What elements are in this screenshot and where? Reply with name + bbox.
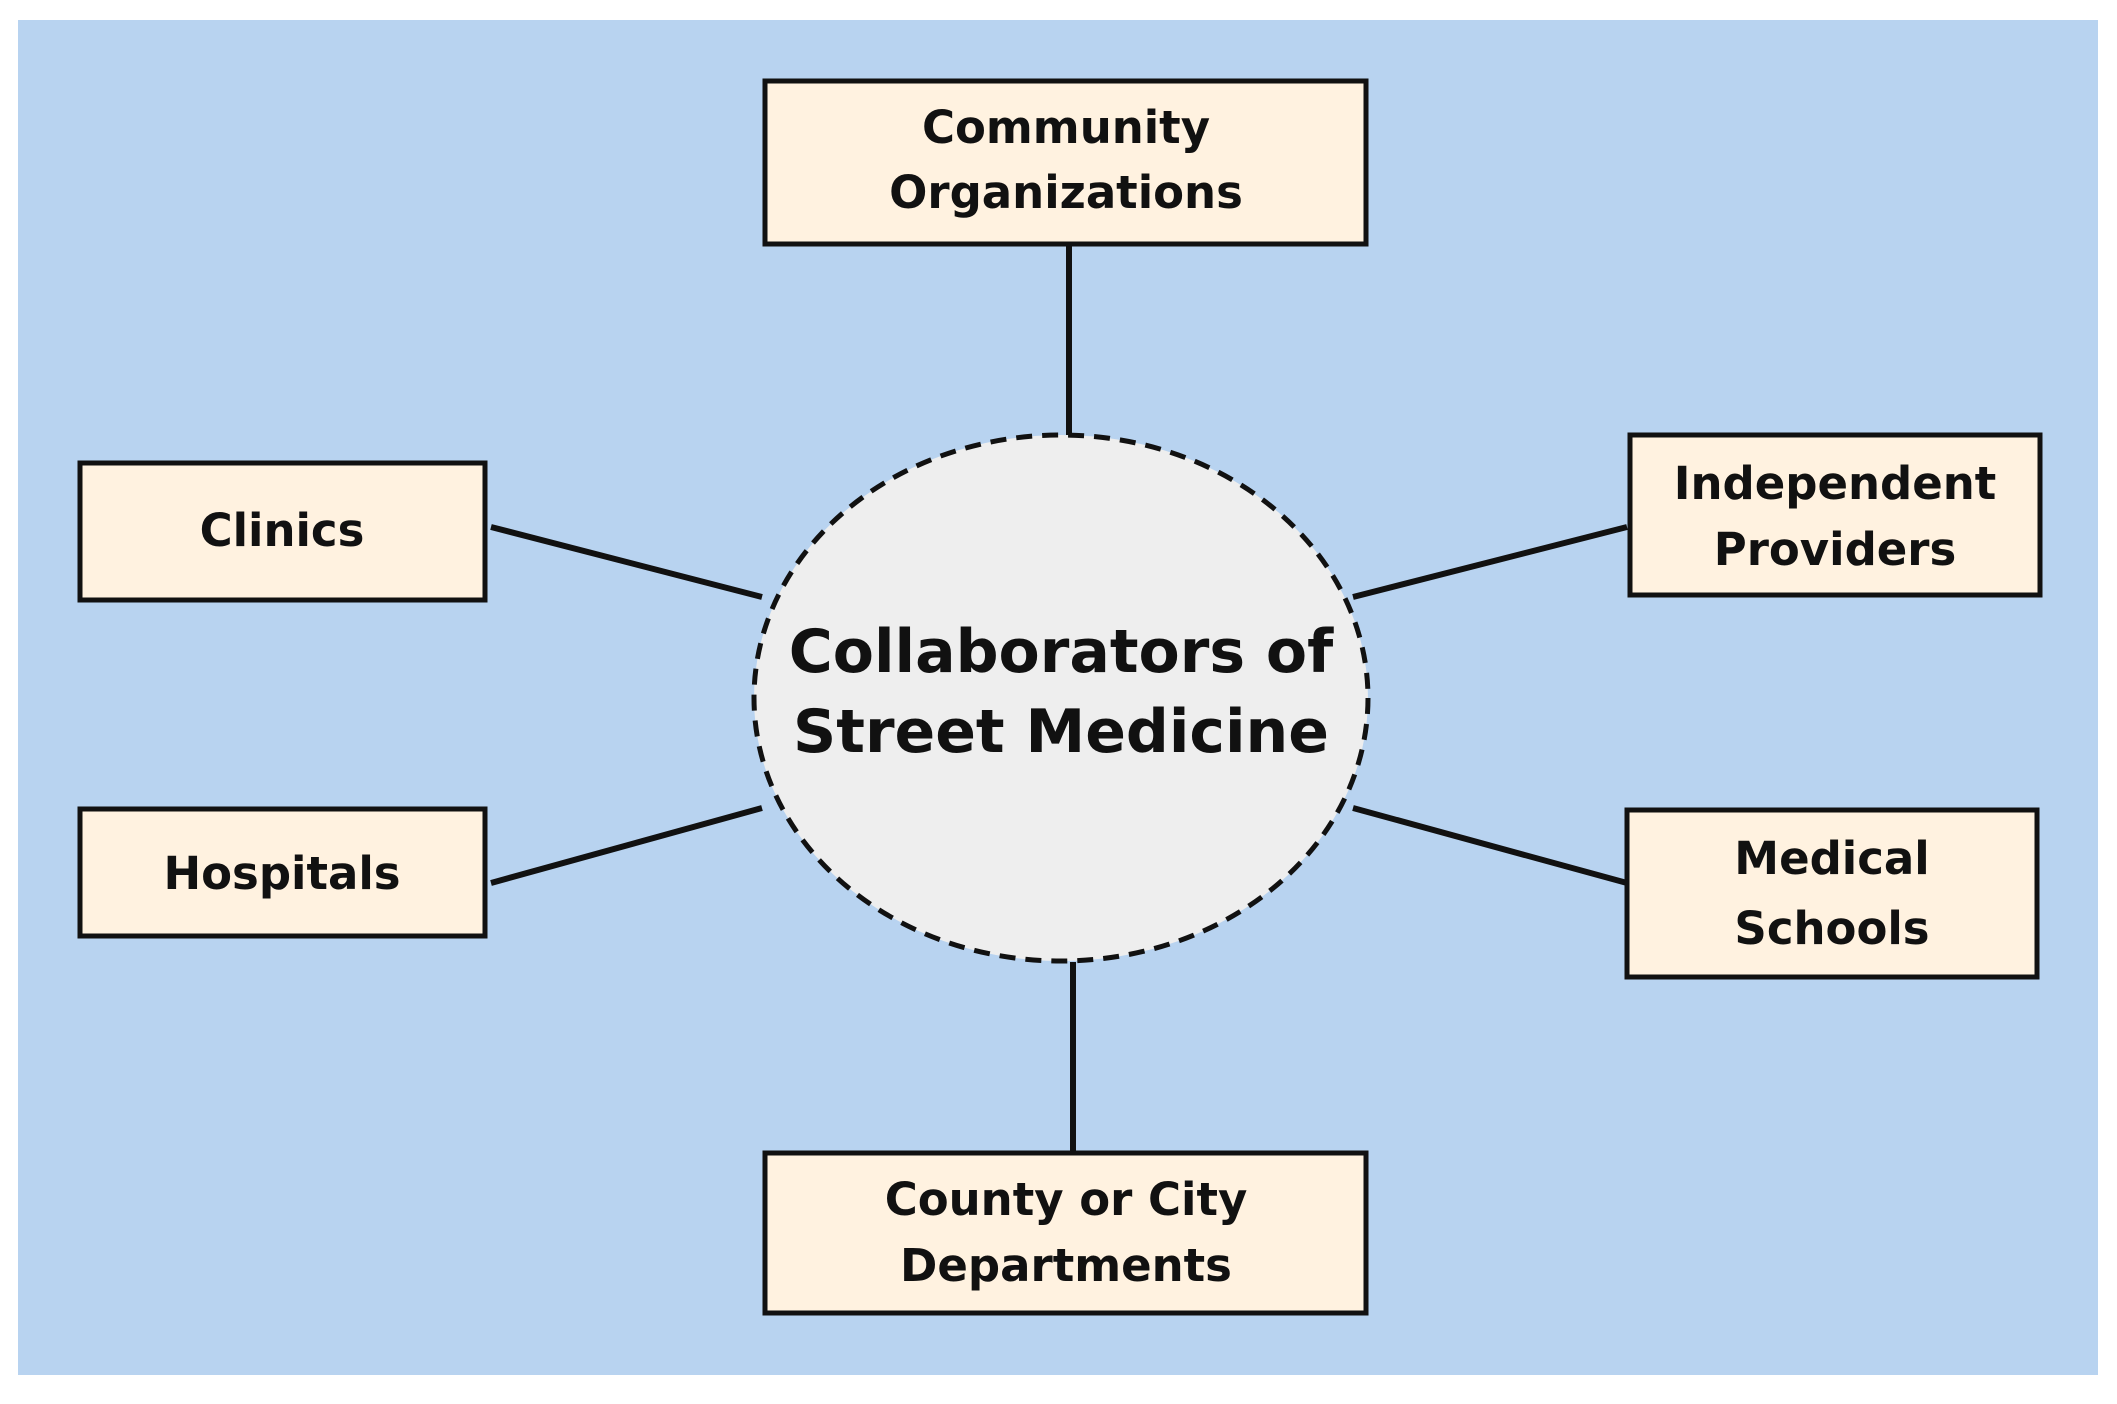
connector-medical	[1352, 805, 1628, 886]
node-box	[77, 460, 488, 603]
connector-clinics	[490, 524, 763, 600]
node-independent-providers: Independent Providers	[1627, 432, 2043, 598]
node-box	[762, 1150, 1369, 1316]
node-label-line-2: Schools	[1734, 902, 1929, 955]
connector-independent	[1352, 524, 1628, 600]
connector-hospitals	[490, 805, 763, 886]
node-box	[1624, 807, 2040, 980]
node-label-line-1: County or City	[885, 1173, 1248, 1226]
node-county-or-city-departments: County or City Departments	[762, 1150, 1369, 1316]
center-ellipse	[751, 432, 1371, 964]
center-label-line-1: Collaborators of	[789, 617, 1334, 687]
node-label-line-1: Medical	[1734, 832, 1929, 885]
node-box	[1627, 432, 2043, 598]
node-box	[77, 806, 488, 939]
node-label-line-2: Departments	[900, 1239, 1232, 1292]
node-clinics: Clinics	[77, 460, 488, 603]
node-label-line-1: Independent	[1674, 457, 1997, 510]
center-label-line-2: Street Medicine	[793, 697, 1329, 767]
node-medical-schools: Medical Schools	[1624, 807, 2040, 980]
node-label-line-1: Hospitals	[163, 847, 400, 900]
node-hospitals: Hospitals	[77, 806, 488, 939]
center-node: Collaborators of Street Medicine	[751, 432, 1371, 964]
node-label-line-2: Organizations	[889, 166, 1243, 219]
node-label-line-1: Community	[922, 101, 1210, 154]
node-box	[762, 78, 1369, 247]
node-label-line-1: Clinics	[200, 504, 365, 557]
node-community-organizations: Community Organizations	[762, 78, 1369, 247]
node-label-line-2: Providers	[1714, 523, 1957, 576]
